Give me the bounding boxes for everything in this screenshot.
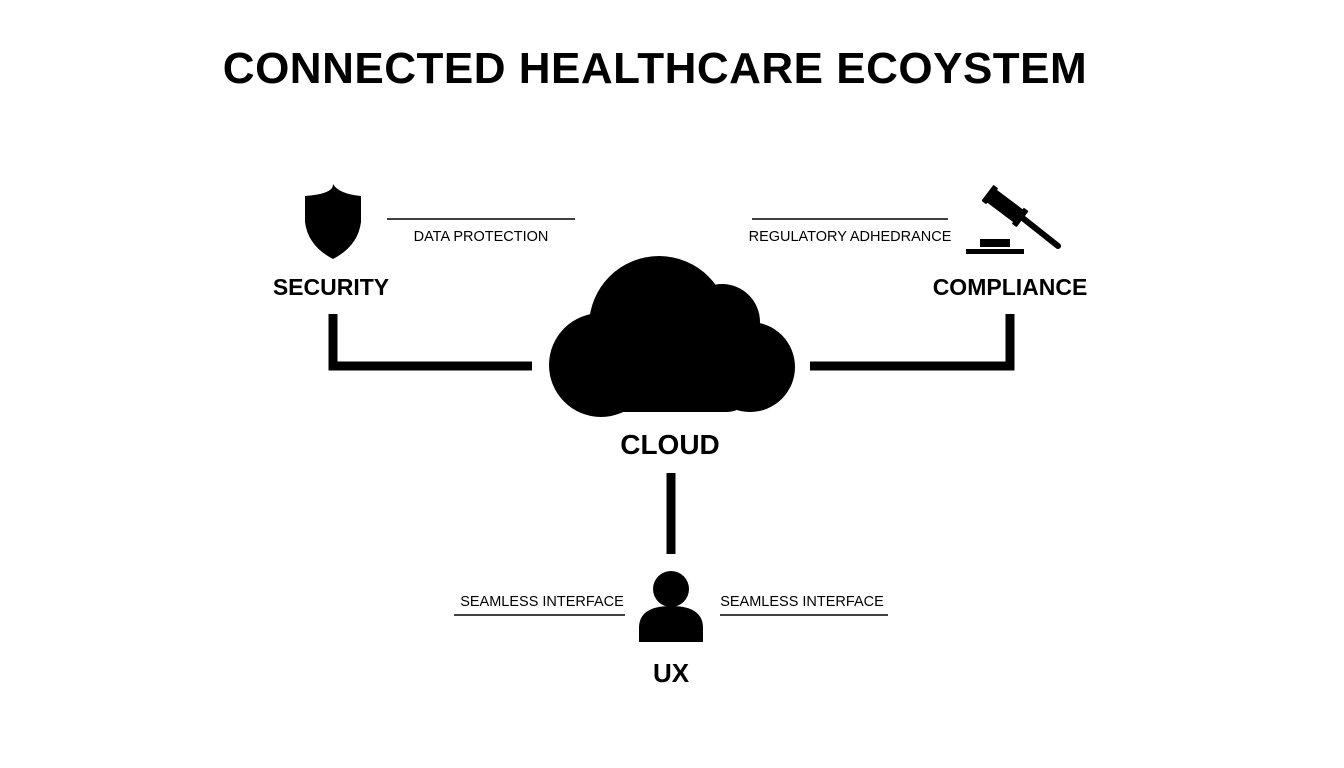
- user-icon: [639, 571, 703, 642]
- data-protection-label: DATA PROTECTION: [414, 229, 549, 245]
- diagram-title: CONNECTED HEALTHCARE ECOYSTEM: [223, 44, 1087, 93]
- seamless-interface-left-label: SEAMLESS INTERFACE: [460, 594, 624, 610]
- security-label: SECURITY: [273, 274, 389, 300]
- compliance-cloud-connector: [810, 314, 1015, 371]
- compliance-label: COMPLIANCE: [933, 274, 1088, 300]
- gavel-icon: [966, 185, 1061, 254]
- regulatory-label: REGULATORY ADHEDRANCE: [749, 229, 952, 245]
- cloud-icon: [549, 256, 795, 417]
- shield-icon: [305, 184, 361, 259]
- seamless-interface-right-label: SEAMLESS INTERFACE: [720, 594, 884, 610]
- cloud-label: CLOUD: [620, 429, 720, 460]
- security-cloud-connector: [328, 314, 532, 371]
- ux-label: UX: [653, 658, 690, 688]
